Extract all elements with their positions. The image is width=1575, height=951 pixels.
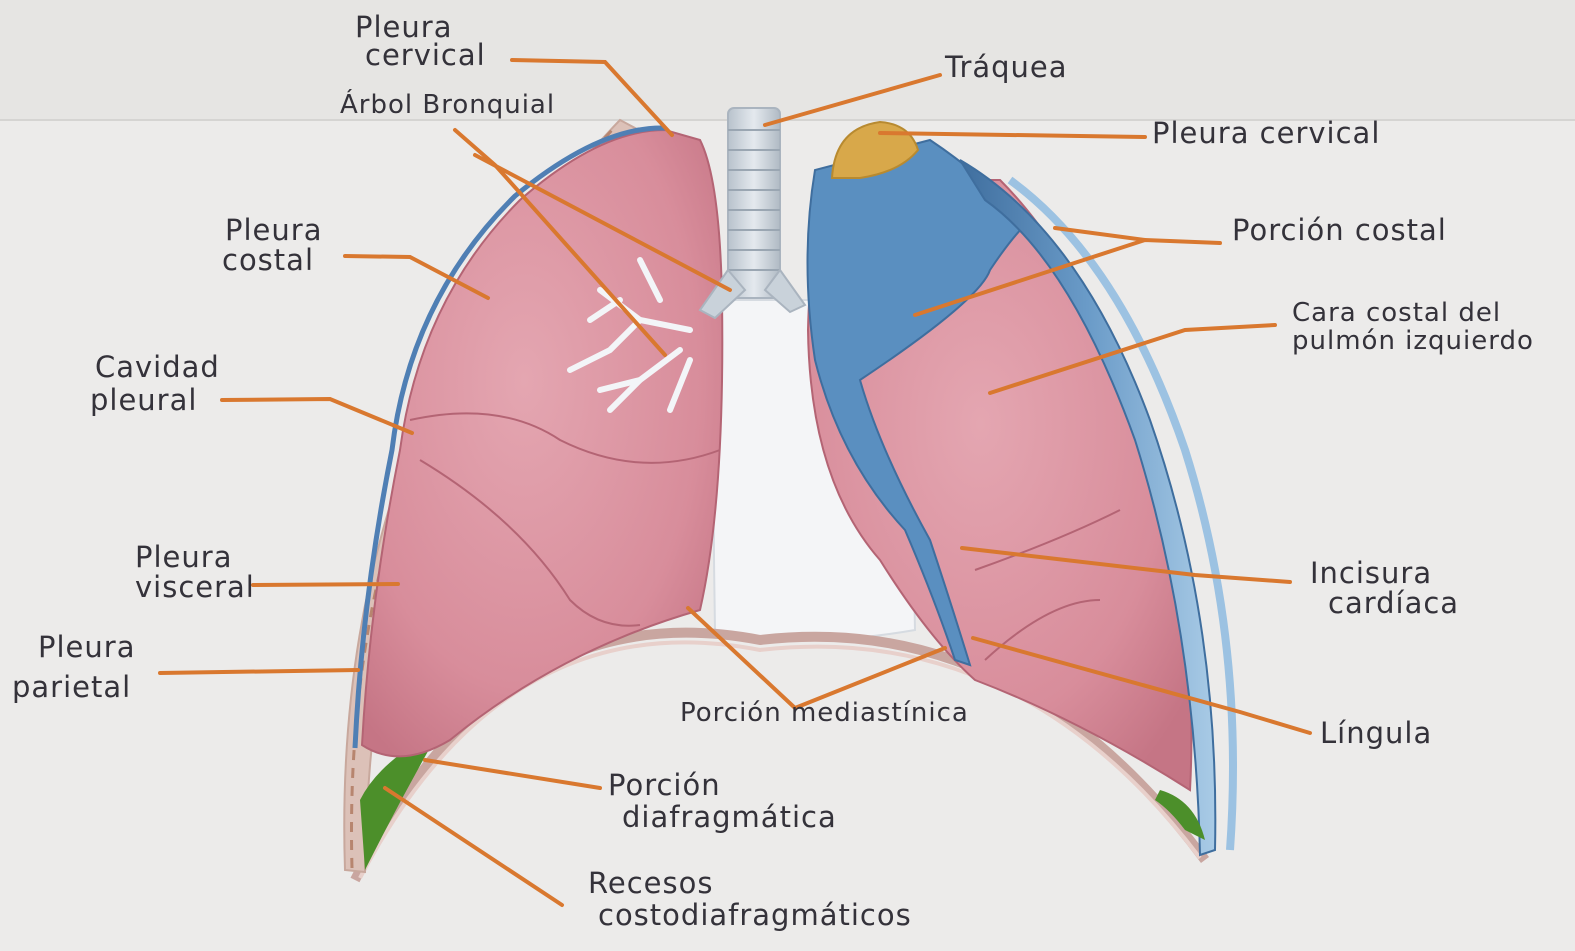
label-cavidad-pleural-line1: Cavidad [95, 352, 220, 382]
leader-pleura-visceral [253, 584, 398, 585]
right-lung [362, 130, 722, 756]
label-cara-costal-line1: Cara costal del [1292, 300, 1501, 327]
label-arbol-bronquial: Árbol Bronquial [340, 92, 555, 119]
label-lingula: Língula [1320, 718, 1432, 748]
label-incisura-line1: Incisura [1310, 558, 1432, 588]
label-pleura-cervical-right: Pleura cervical [1152, 118, 1380, 148]
label-pleura-cervical-left-line2: cervical [365, 40, 486, 70]
label-traquea: Tráquea [945, 52, 1068, 82]
label-porcion-diafragmatica-line2: diafragmática [622, 802, 837, 832]
label-pleura-visceral-line1: Pleura [135, 542, 232, 572]
leader-diafragmatica [425, 760, 600, 788]
leader-pleura-cervical-right [880, 133, 1145, 137]
label-porcion-costal: Porción costal [1232, 215, 1447, 245]
label-porcion-diafragmatica-line1: Porción [608, 770, 721, 800]
label-recesos-line1: Recesos [588, 868, 713, 898]
label-cara-costal-line2: pulmón izquierdo [1292, 328, 1534, 355]
leader-recesos [385, 788, 562, 905]
label-pleura-costal-line2: costal [222, 245, 314, 275]
label-incisura-line2: cardíaca [1328, 588, 1459, 618]
label-recesos-line2: costodiafragmáticos [598, 900, 912, 930]
paper-top-band [0, 0, 1575, 120]
label-pleura-parietal-line1: Pleura [38, 632, 135, 662]
label-pleura-costal-line1: Pleura [225, 215, 322, 245]
label-cavidad-pleural-line2: pleural [90, 385, 197, 415]
label-porcion-mediastinica: Porción mediastínica [680, 700, 969, 727]
leader-cavidad-pleural [222, 399, 412, 433]
label-pleura-visceral-line2: visceral [135, 572, 255, 602]
leader-pleura-parietal [160, 670, 358, 673]
label-pleura-parietal-line2: parietal [12, 672, 131, 702]
